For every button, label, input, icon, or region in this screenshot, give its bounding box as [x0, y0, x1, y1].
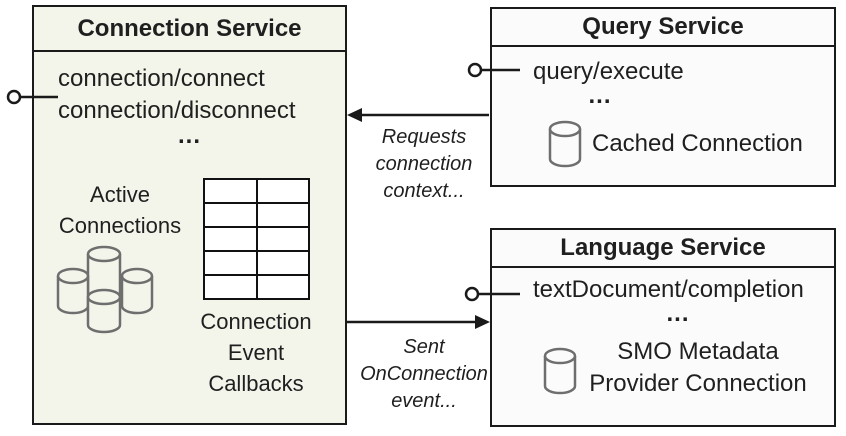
language-service-title: Language Service	[492, 230, 834, 268]
query-service-title: Query Service	[492, 9, 834, 47]
sent-onconnection-arrow-label: Sent OnConnection event...	[360, 336, 488, 412]
language-service-box: Language Service	[490, 228, 836, 427]
connection-service-title: Connection Service	[34, 7, 345, 52]
requests-connection-arrow	[347, 108, 489, 122]
method-query-execute: query/execute	[533, 58, 684, 85]
sent-onconnection-arrow	[347, 315, 490, 329]
language-methods-ellipsis: ...	[666, 300, 690, 327]
cached-connection-database-icon	[548, 120, 582, 168]
connection-methods-ellipsis: ...	[177, 122, 201, 149]
query-service-box: Query Service	[490, 7, 836, 187]
requests-connection-arrow-label: Requests connection context...	[375, 126, 473, 202]
method-textdocument-completion: textDocument/completion	[533, 276, 804, 303]
smo-metadata-provider-label: SMO Metadata Provider Connection	[589, 338, 807, 397]
callback-table-icon	[203, 178, 310, 300]
cached-connection-label: Cached Connection	[592, 130, 803, 157]
active-connections-label: Active Connections	[58, 182, 182, 238]
method-connection-disconnect: connection/disconnect	[58, 97, 296, 124]
smo-metadata-database-icon	[543, 347, 577, 395]
database-cylinder-cluster-icon	[56, 245, 154, 334]
connection-service-methods: connection/connect connection/disconnect	[58, 63, 296, 127]
query-methods-ellipsis: ...	[588, 82, 612, 109]
connection-event-callbacks-label: Connection Event Callbacks	[200, 309, 312, 396]
method-connection-connect: connection/connect	[58, 65, 265, 92]
